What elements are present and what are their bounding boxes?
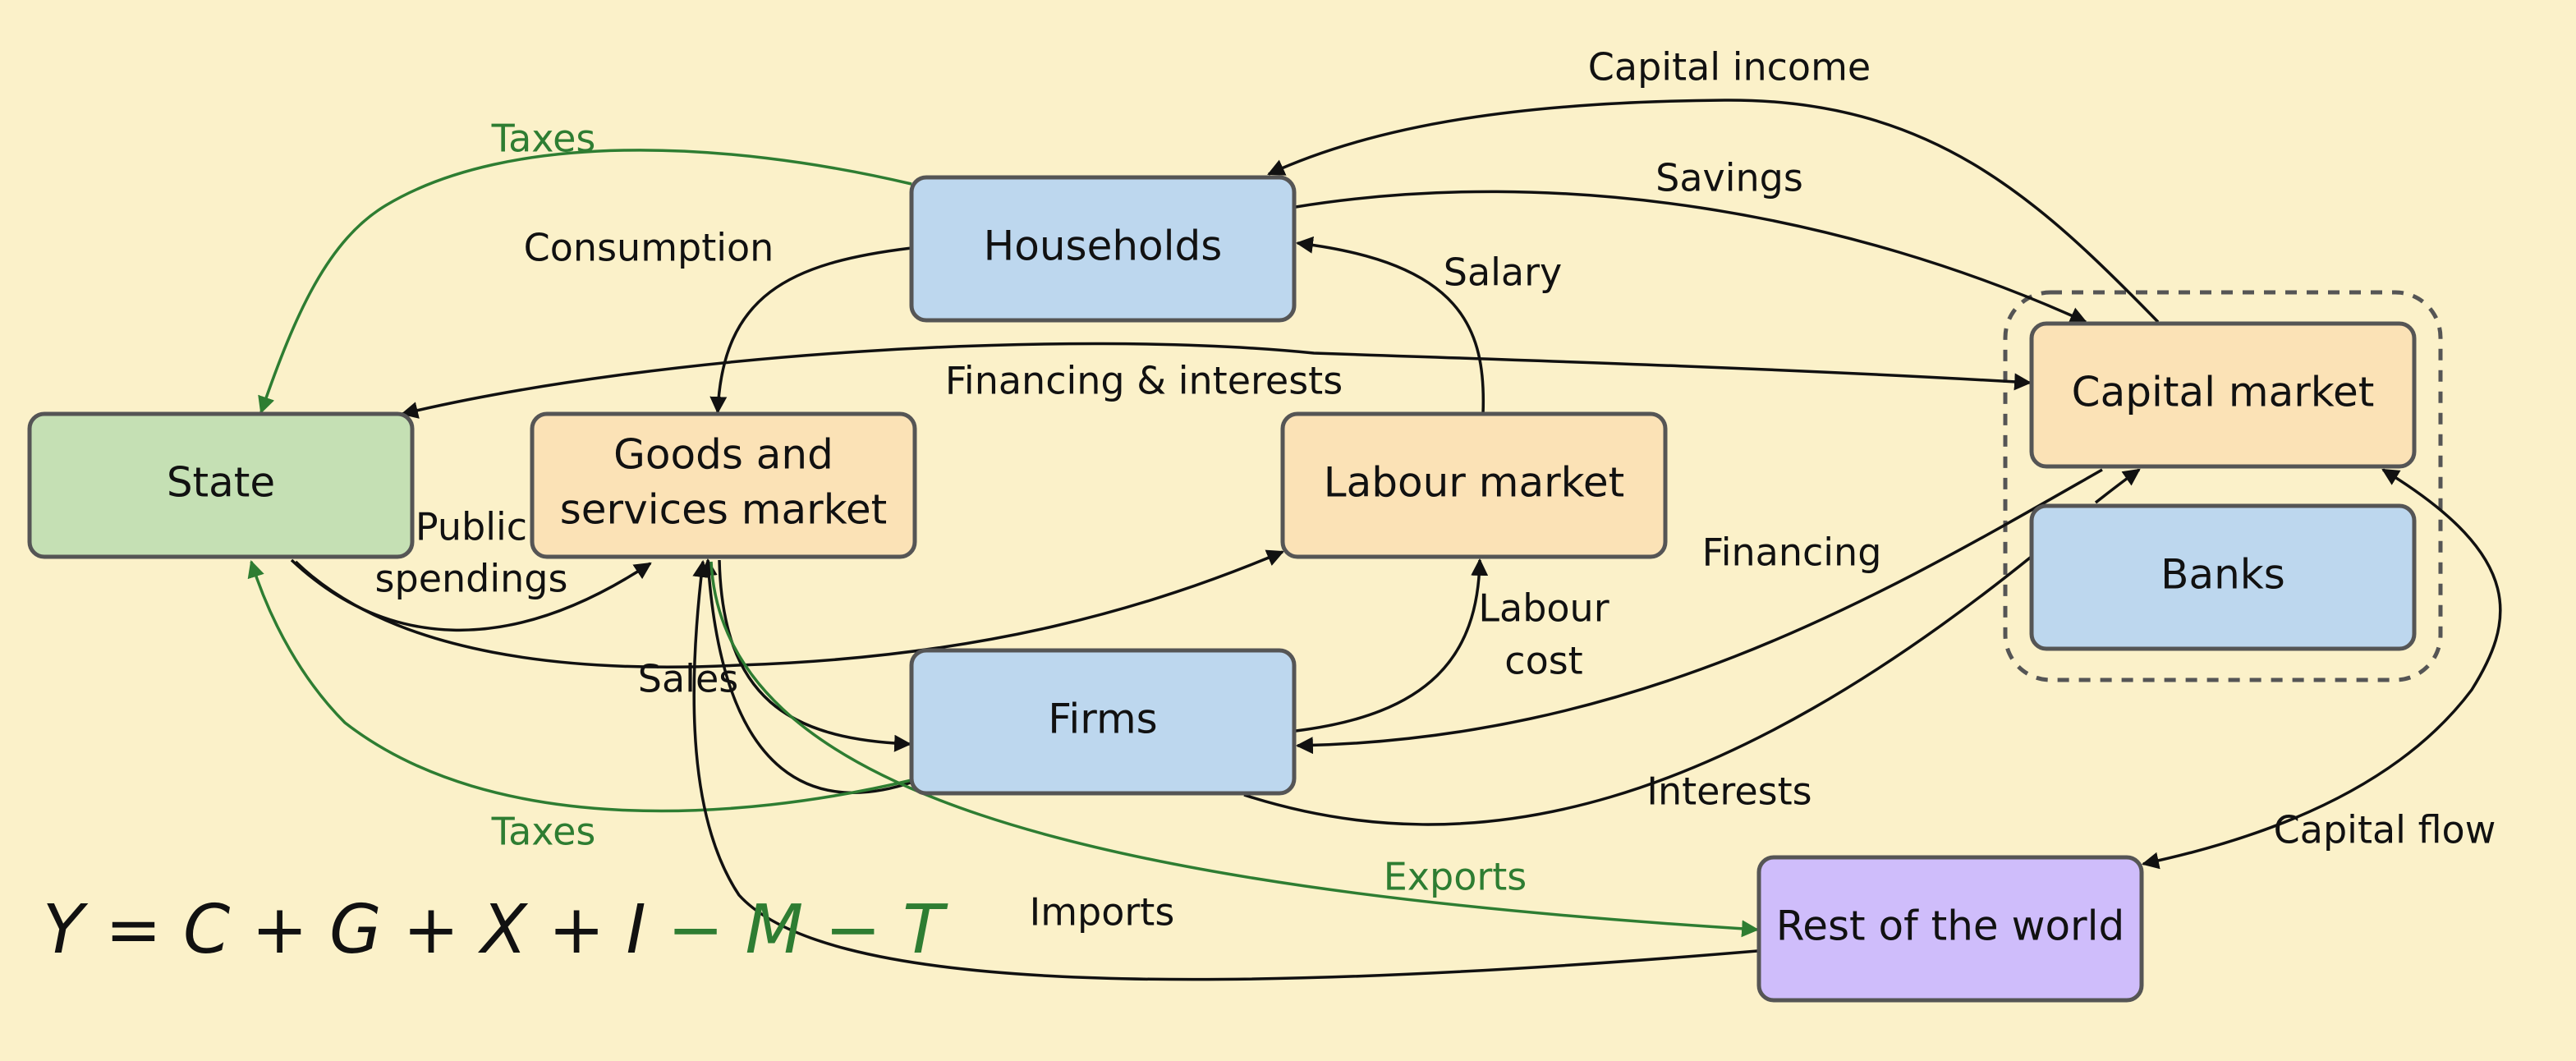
node-capital-market[interactable]: Capital market xyxy=(2029,321,2417,469)
labour-market-label: Labour market xyxy=(1324,459,1624,507)
label-consumption: Consumption xyxy=(524,226,774,270)
label-public-spendings-line2: spendings xyxy=(375,557,568,601)
formula-plus-1: + xyxy=(230,891,329,969)
node-labour-market[interactable]: Labour market xyxy=(1280,411,1668,559)
formula-plus-3: + xyxy=(527,891,627,969)
edge-goods-firms xyxy=(718,559,912,752)
households-label: Households xyxy=(984,223,1223,270)
financial-sector-group xyxy=(2003,290,2443,682)
edge-savings xyxy=(1295,190,2087,324)
edge-exports xyxy=(709,561,1760,938)
edge-state-labour xyxy=(294,549,1284,668)
node-rest-of-world[interactable]: Rest of the world xyxy=(1756,855,2144,1003)
label-salary: Salary xyxy=(1444,250,1563,295)
goods-market-label-line1: Goods and xyxy=(613,431,833,479)
label-financing-interests: Financing & interests xyxy=(945,359,1343,403)
formula-x: X xyxy=(477,891,528,969)
capital-market-label: Capital market xyxy=(2072,369,2375,416)
edge-labels: Capital income Taxes Savings Consumption… xyxy=(375,45,2496,935)
formula-minus-1: − xyxy=(646,891,746,969)
label-interests: Interests xyxy=(1646,769,1811,814)
gdp-formula: Y = C + G + X + I − M − T xyxy=(43,891,948,969)
node-goods-market[interactable]: Goods and services market xyxy=(530,411,917,559)
edge-taxes-firms xyxy=(247,559,912,813)
node-banks[interactable]: Banks xyxy=(2029,503,2417,651)
label-savings: Savings xyxy=(1655,156,1803,200)
label-labour-cost-line2: cost xyxy=(1504,639,1582,683)
label-capital-flow: Capital flow xyxy=(2274,808,2496,852)
edge-sales xyxy=(700,558,914,795)
label-taxes-households: Taxes xyxy=(491,117,596,161)
label-public-spendings-line1: Public xyxy=(416,505,527,549)
label-capital-income: Capital income xyxy=(1588,45,1871,90)
label-exports: Exports xyxy=(1384,855,1527,899)
label-financing: Financing xyxy=(1702,530,1882,575)
formula-plus-2: + xyxy=(382,891,481,969)
formula-t: T xyxy=(902,891,948,969)
label-taxes-firms: Taxes xyxy=(491,810,596,854)
edge-capital-flow xyxy=(2141,468,2502,870)
formula-minus-2: − xyxy=(803,891,902,969)
banks-label: Banks xyxy=(2160,551,2285,599)
edge-financing-interests xyxy=(400,342,2032,419)
formula-g: G xyxy=(329,891,382,969)
formula-m: M xyxy=(746,891,804,969)
state-label: State xyxy=(167,459,275,507)
firms-label: Firms xyxy=(1048,696,1157,743)
edges xyxy=(247,99,2502,981)
edge-labour-cost xyxy=(1295,558,1489,733)
node-state[interactable]: State xyxy=(27,411,415,559)
formula-c: C xyxy=(183,891,230,969)
formula-eq: = xyxy=(84,891,183,969)
node-households[interactable]: Households xyxy=(909,175,1297,323)
label-sales: Sales xyxy=(638,657,738,701)
edge-consumption xyxy=(709,246,912,415)
edge-capital-income xyxy=(1267,99,2160,324)
label-imports: Imports xyxy=(1030,890,1175,935)
formula-y: Y xyxy=(43,891,89,969)
goods-market-label-line2: services market xyxy=(560,486,888,534)
formula-i: I xyxy=(626,891,645,969)
edge-taxes-households xyxy=(258,149,912,414)
rest-of-world-label: Rest of the world xyxy=(1776,903,2125,950)
edge-interests xyxy=(1243,470,2139,826)
label-labour-cost-line1: Labour xyxy=(1478,586,1609,631)
node-firms[interactable]: Firms xyxy=(909,648,1297,796)
edge-imports xyxy=(692,559,1758,981)
edge-financing xyxy=(1295,468,2103,755)
